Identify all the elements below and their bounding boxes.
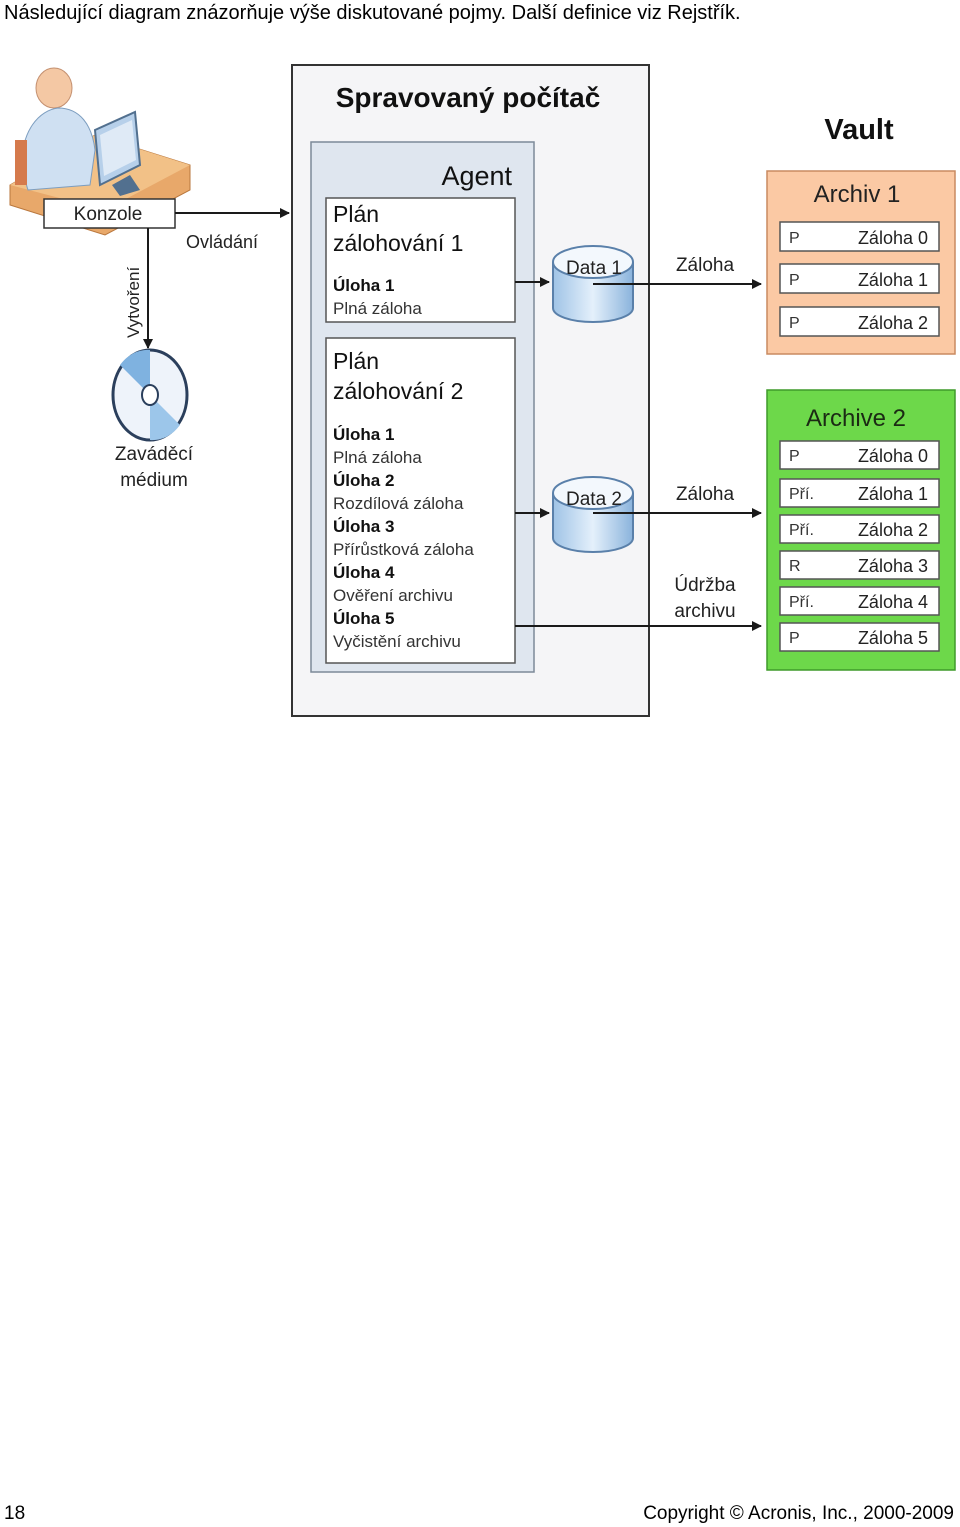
archive1-row: P Záloha 1 [779,263,940,294]
backup-name: Záloha 5 [858,628,928,648]
archive-2: Archive 2 P Záloha 0 Pří. Záloha 1 Pří. … [766,389,956,671]
backup-type: P [789,448,800,465]
archive1-row: P Záloha 0 [779,221,940,252]
cd-disc-icon [111,348,189,442]
plan2-task-name: Úloha 5 [333,609,394,628]
plan2-task-desc: Přírůstková záloha [333,540,474,559]
intro-text: Následující diagram znázorňuje výše disk… [4,2,741,24]
backup-name: Záloha 1 [858,484,928,504]
backup-type: Pří. [789,594,814,611]
create-label: Vytvoření [124,267,143,338]
plan2-task-name: Úloha 2 [333,471,394,490]
data1-disk-icon [552,245,634,323]
backup-type: P [789,272,800,289]
plan2-task-desc: Ověření archivu [333,586,453,605]
archive1-title: Archiv 1 [814,181,901,208]
plan2-task-desc: Plná záloha [333,448,422,467]
plan2-task-name: Úloha 4 [333,563,395,582]
copyright-notice: Copyright © Acronis, Inc., 2000-2009 [643,1503,954,1524]
boot-media-label-line2: médium [120,470,188,491]
archive2-row: Pří. Záloha 2 [779,514,940,544]
control-label: Ovládání [186,232,258,252]
maintenance-label-line1: Údržba [674,574,736,596]
backup-type: Pří. [789,522,814,539]
backup-name: Záloha 4 [858,592,928,612]
backup-type: R [789,558,801,575]
vault-title: Vault [824,114,894,146]
plan2-task-name: Úloha 1 [333,425,394,444]
archive2-row: Pří. Záloha 4 [779,586,940,616]
plan2-task-desc: Vyčistění archivu [333,632,461,651]
plan1-task-name: Úloha 1 [333,276,394,295]
archive2-title: Archive 2 [806,405,906,432]
archive2-row: Pří. Záloha 1 [779,478,940,508]
archive2-row: P Záloha 5 [779,622,940,652]
plan2-task-name: Úloha 3 [333,517,394,536]
archive2-row: P Záloha 0 [779,440,940,470]
plan2-title-line2: zálohování 2 [333,378,463,404]
archive1-row: P Záloha 2 [779,306,940,337]
backup-plan-2: Plán zálohování 2 Úloha 1 Plná záloha Úl… [325,337,516,664]
backup-plan-1: Plán zálohování 1 Úloha 1 Plná záloha [325,197,516,323]
plan1-title-line2: zálohování 1 [333,230,463,256]
backup-label-1: Záloha [676,255,735,276]
console-label: Konzole [74,204,143,225]
backup-name: Záloha 2 [858,313,928,333]
backup-name: Záloha 2 [858,520,928,540]
archive2-row: R Záloha 3 [779,550,940,580]
backup-type: Pří. [789,486,814,503]
backup-name: Záloha 0 [858,228,928,248]
managed-machine-title: Spravovaný počítač [336,82,601,113]
agent-title: Agent [441,161,512,191]
page-number: 18 [4,1503,26,1524]
backup-name: Záloha 1 [858,270,928,290]
backup-name: Záloha 3 [858,556,928,576]
plan1-title-line1: Plán [333,201,379,227]
console-box: Konzole [43,198,176,229]
boot-media-label-line1: Zaváděcí [115,444,194,465]
data2-label: Data 2 [566,489,622,510]
plan1-task-desc: Plná záloha [333,299,422,318]
backup-type: P [789,630,800,647]
backup-concepts-diagram: Konzole Ovládání Vytvoření Zaváděcí médi… [9,64,956,717]
archive-1: Archiv 1 P Záloha 0 P Záloha 1 P Záloha … [766,170,956,355]
data2-disk-icon [552,476,634,553]
backup-type: P [789,315,800,332]
data1-label: Data 1 [566,258,622,279]
backup-type: P [789,230,800,247]
backup-label-2: Záloha [676,484,735,505]
backup-name: Záloha 0 [858,446,928,466]
plan2-title-line1: Plán [333,348,379,374]
plan2-task-desc: Rozdílová záloha [333,494,464,513]
maintenance-label-line2: archivu [674,601,735,622]
